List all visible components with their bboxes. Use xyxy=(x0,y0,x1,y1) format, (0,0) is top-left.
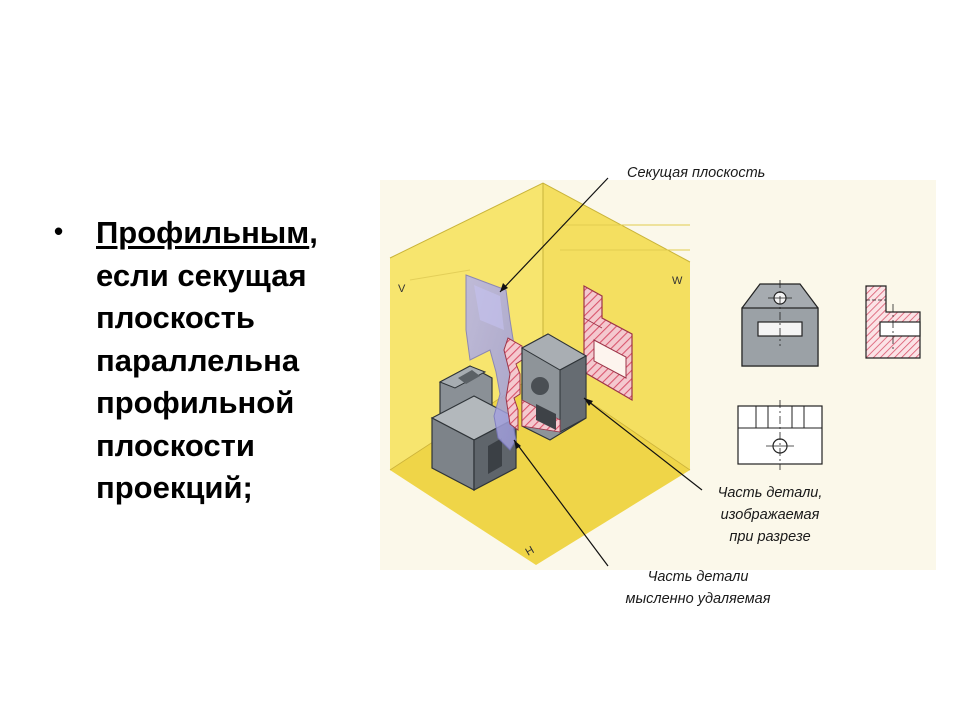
top-view xyxy=(737,400,823,470)
bullet-dot-icon: • xyxy=(54,216,64,246)
plane-letter-w: W xyxy=(672,275,683,287)
section-edge xyxy=(583,317,603,329)
part-base-slot xyxy=(488,438,502,474)
remaining-part-hole xyxy=(531,377,549,395)
bullet-line: плоскость xyxy=(96,300,255,335)
arrow-head-icon xyxy=(514,440,521,449)
bullet-line: если секущая xyxy=(96,257,307,293)
bullet-line: проекций; xyxy=(96,470,253,505)
term-suffix: , xyxy=(309,215,318,250)
leader-shown-part xyxy=(583,397,703,491)
callout-line: мысленно удаляемая xyxy=(625,591,771,607)
profile-section-view xyxy=(865,285,921,359)
arrow-head-icon xyxy=(584,398,593,406)
part-boss-notch xyxy=(458,370,480,384)
remaining-part-slot xyxy=(536,404,556,430)
callout-cutting-plane: Секущая плоскость xyxy=(627,165,766,181)
bullet-line-term: Профильным, xyxy=(96,212,386,255)
removed-part xyxy=(430,365,518,491)
callout-line: Часть детали, xyxy=(717,485,823,501)
leader-removed-part xyxy=(513,439,609,567)
callout-line: Часть детали xyxy=(647,569,749,585)
bullet-line: параллельна xyxy=(96,342,300,378)
callout-line: при разрезе xyxy=(729,529,811,545)
front-view xyxy=(741,280,819,367)
cutting-plane-highlight xyxy=(474,285,504,330)
term-underlined: Профильным xyxy=(96,215,310,250)
callout-removed-part: Часть детали мысленно удаляемая xyxy=(600,566,796,610)
leader-lines xyxy=(499,177,703,567)
leader-cutting-plane xyxy=(499,177,609,293)
arrow-head-icon xyxy=(500,283,508,292)
cutting-plane-sheet xyxy=(465,274,517,451)
remaining-part-right-face xyxy=(559,355,587,433)
bullet-line: плоскости xyxy=(96,427,255,463)
callout-shown-part: Часть детали, изображаемая при разрезе xyxy=(700,482,840,548)
plane-letter-v: V xyxy=(398,283,406,295)
bullet-lines: Профильным, если секущая плоскость парал… xyxy=(96,212,386,510)
projection-line xyxy=(409,269,471,281)
cut-face-hatch xyxy=(503,337,523,431)
profile-section-slot xyxy=(879,321,921,337)
cut-face-on-part xyxy=(503,337,523,431)
profile-wall-section xyxy=(583,284,633,402)
callout-line: изображаемая xyxy=(720,507,820,523)
bullet-line: профильной xyxy=(96,385,295,420)
section-hole xyxy=(593,339,627,379)
horizontal-plane-floor xyxy=(390,370,690,565)
cutting-plane xyxy=(465,274,517,451)
remaining-part xyxy=(520,333,588,441)
